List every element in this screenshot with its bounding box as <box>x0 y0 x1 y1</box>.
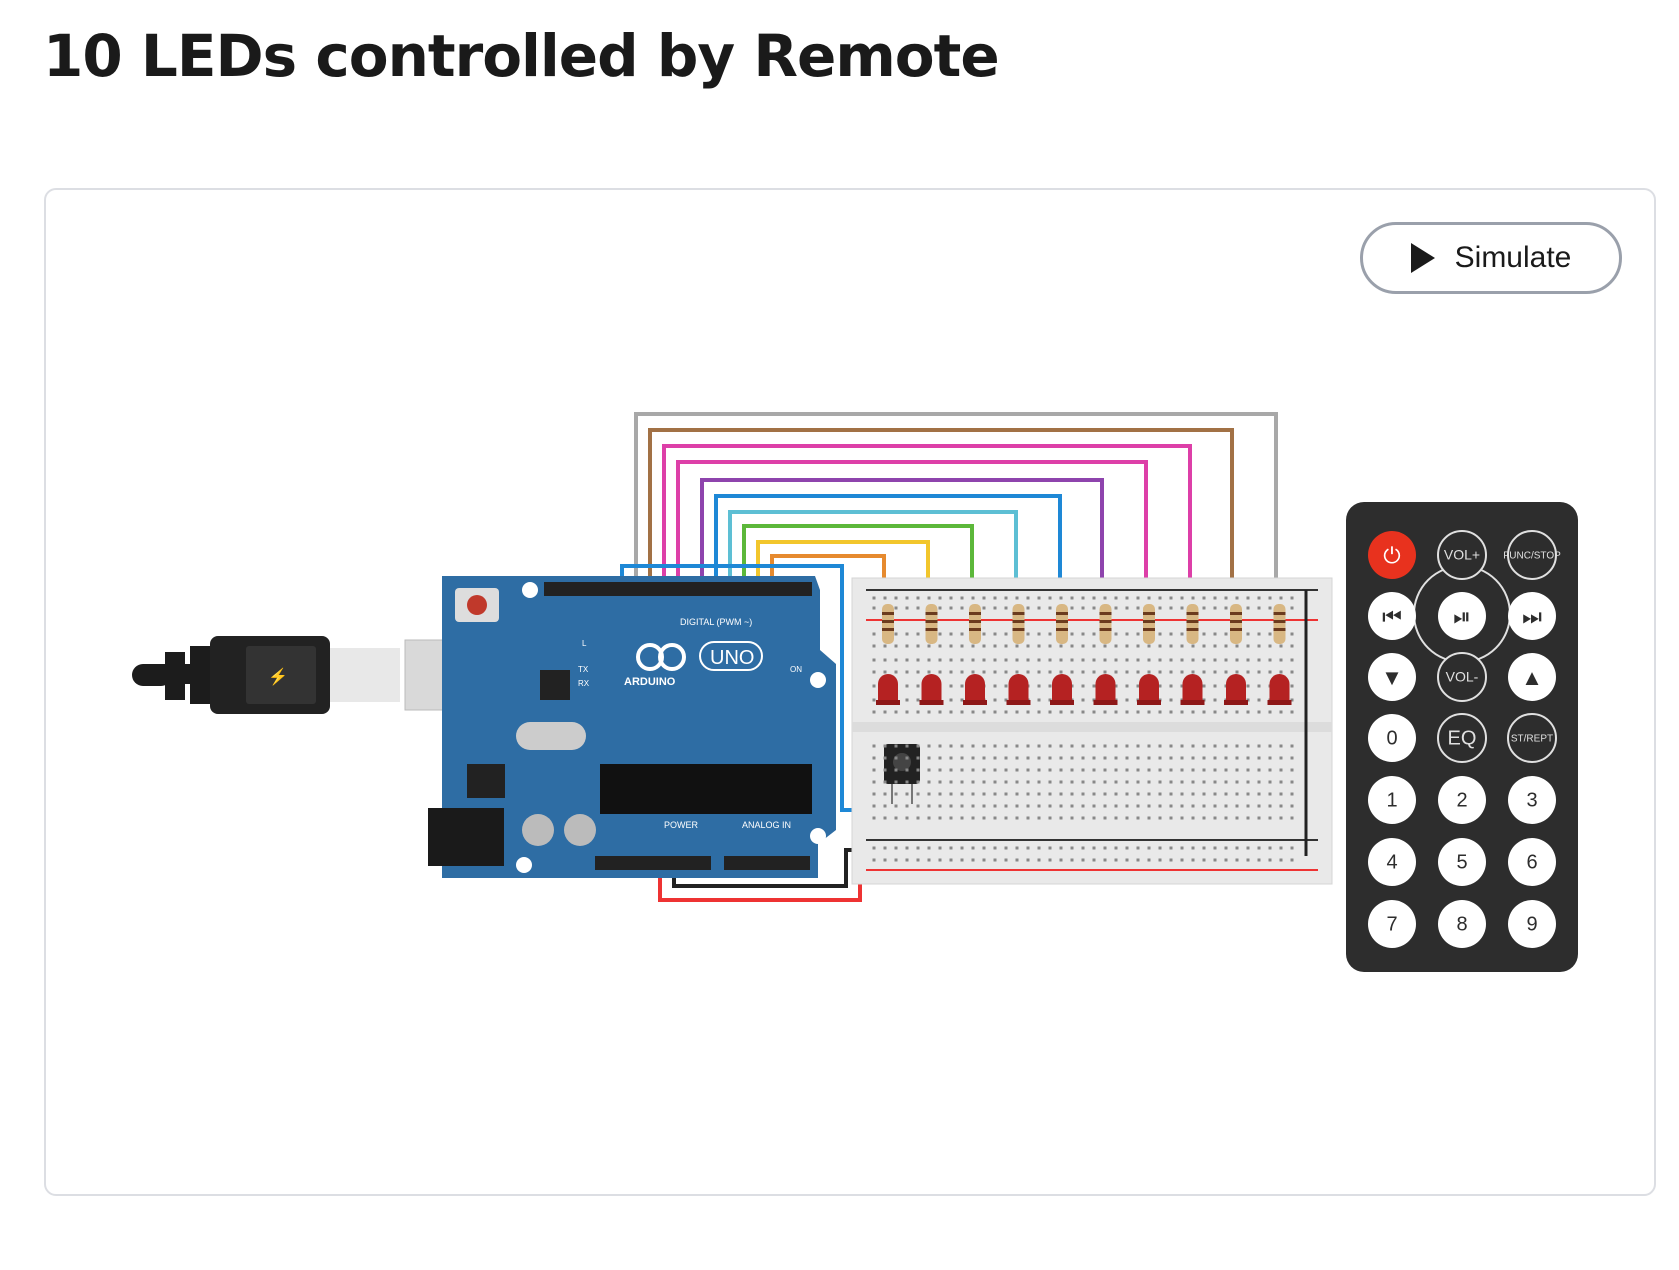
arduino-tx-label: TX <box>578 665 589 674</box>
led[interactable] <box>1182 674 1203 704</box>
remote-button-9[interactable]: 9 <box>1508 900 1556 948</box>
rewind-icon: ⏮ <box>1382 604 1402 629</box>
led[interactable] <box>1095 674 1116 704</box>
remote-button-label: 2 <box>1456 790 1467 812</box>
remote-button-label: ST/REPT <box>1511 733 1553 744</box>
remote-button-next[interactable]: ⏭ <box>1508 592 1556 640</box>
remote-button-eq[interactable]: EQ <box>1437 713 1487 763</box>
resistor <box>1056 604 1068 644</box>
remote-button-label: 4 <box>1386 852 1397 874</box>
led[interactable] <box>878 674 898 704</box>
remote-button-up[interactable]: ▲ <box>1508 653 1556 701</box>
remote-button-label: 6 <box>1526 852 1537 874</box>
remote-button-3[interactable]: 3 <box>1508 776 1556 824</box>
resistor <box>1186 604 1199 644</box>
simulate-button[interactable]: Simulate <box>1360 222 1622 294</box>
resistor <box>969 604 981 644</box>
remote-button-5[interactable]: 5 <box>1438 838 1486 886</box>
resistor <box>925 604 938 644</box>
remote-button-label: 1 <box>1386 790 1397 812</box>
remote-button-power[interactable]: ⏻ <box>1368 531 1416 579</box>
remote-button-st-rept[interactable]: ST/REPT <box>1507 713 1557 763</box>
breadboard <box>851 577 1333 885</box>
remote-button-label: 8 <box>1456 914 1467 936</box>
page-title: 10 LEDs controlled by Remote <box>43 22 1000 90</box>
remote-button-down[interactable]: ▼ <box>1368 653 1416 701</box>
remote-button-7[interactable]: 7 <box>1368 900 1416 948</box>
usb-icon: ⚡ <box>268 667 288 686</box>
simulate-label: Simulate <box>1454 241 1572 274</box>
arduino-on-label: ON <box>790 665 802 674</box>
resistor <box>882 604 894 644</box>
remote-button-8[interactable]: 8 <box>1438 900 1486 948</box>
arduino-power-label: POWER <box>664 820 699 830</box>
remote-button-label: 9 <box>1526 914 1537 936</box>
remote-button-label: 5 <box>1456 852 1467 874</box>
ir-remote[interactable]: ⏻ VOL+ FUNC/STOP ⏮ ⏯ ⏭ ▼ VOL- ▲ 0 EQ ST/REPT 1 2 3 4 5 6 7… <box>1346 502 1578 972</box>
remote-button-1[interactable]: 1 <box>1368 776 1416 824</box>
led[interactable] <box>965 674 985 704</box>
remote-button-func-stop[interactable]: FUNC/STOP <box>1503 530 1561 580</box>
power-icon: ⏻ <box>1383 543 1400 568</box>
remote-button-label: 0 <box>1386 728 1397 750</box>
remote-button-label: VOL+ <box>1444 547 1480 563</box>
led[interactable] <box>1269 674 1290 704</box>
play-icon <box>1410 243 1435 273</box>
play-pause-icon: ⏯ <box>1453 604 1471 629</box>
resistor <box>1230 604 1242 644</box>
remote-button-0[interactable]: 0 <box>1368 714 1416 762</box>
remote-button-2[interactable]: 2 <box>1438 776 1486 824</box>
remote-button-vol-down[interactable]: VOL- <box>1437 652 1487 702</box>
resistor <box>1012 604 1025 644</box>
remote-button-prev[interactable]: ⏮ <box>1368 592 1416 640</box>
led[interactable] <box>1008 674 1029 704</box>
remote-button-4[interactable]: 4 <box>1368 838 1416 886</box>
remote-button-vol-up[interactable]: VOL+ <box>1437 530 1487 580</box>
remote-button-label: FUNC/STOP <box>1503 550 1561 561</box>
arduino-l-label: L <box>582 639 587 648</box>
resistor <box>1099 604 1112 644</box>
led[interactable] <box>1052 674 1072 704</box>
signal-wires <box>620 412 1278 902</box>
resistor <box>1143 604 1155 644</box>
remote-button-label: VOL- <box>1446 669 1479 685</box>
arduino-rx-label: RX <box>578 679 590 688</box>
led[interactable] <box>921 674 942 704</box>
remote-button-6[interactable]: 6 <box>1508 838 1556 886</box>
arrow-down-icon: ▼ <box>1381 665 1403 690</box>
arduino-analog-label: ANALOG IN <box>742 820 791 830</box>
arduino-board[interactable]: ARDUINO UNO DIGITAL (PWM ~) POWER ANALOG… <box>428 576 836 878</box>
arduino-model-label: UNO <box>710 647 754 669</box>
remote-button-label: 3 <box>1526 790 1537 812</box>
remote-button-label: EQ <box>1448 728 1477 750</box>
led[interactable] <box>1139 674 1159 704</box>
resistor <box>1273 604 1286 644</box>
arduino-digital-label: DIGITAL (PWM ~) <box>680 617 752 627</box>
remote-button-label: 7 <box>1386 914 1397 936</box>
arrow-up-icon: ▲ <box>1521 665 1543 690</box>
arduino-brand-label: ARDUINO <box>624 676 676 688</box>
remote-button-play-pause[interactable]: ⏯ <box>1438 592 1486 640</box>
led[interactable] <box>1226 674 1246 704</box>
fast-forward-icon: ⏭ <box>1522 604 1542 629</box>
